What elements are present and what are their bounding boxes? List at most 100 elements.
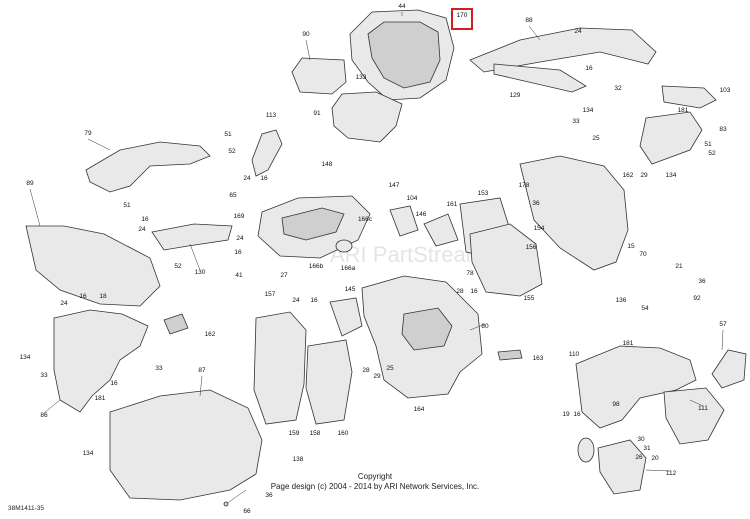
part-bracket-83[interactable] xyxy=(639,85,717,165)
callout-86[interactable]: 86 xyxy=(40,412,48,419)
part-lower-panel-87[interactable] xyxy=(109,389,263,501)
part-side-panel-89[interactable] xyxy=(25,225,161,307)
callout-20[interactable]: 20 xyxy=(651,455,659,462)
callout-21[interactable]: 21 xyxy=(675,263,683,270)
callout-159[interactable]: 159 xyxy=(289,430,300,437)
callout-19[interactable]: 19 xyxy=(562,411,570,418)
callout-178[interactable]: 178 xyxy=(519,182,530,189)
part-crossmember-79[interactable] xyxy=(85,141,211,193)
callout-15[interactable]: 15 xyxy=(627,243,635,250)
callout-181[interactable]: 181 xyxy=(623,340,634,347)
callout-51[interactable]: 51 xyxy=(123,202,131,209)
callout-113[interactable]: 113 xyxy=(266,112,277,119)
callout-52[interactable]: 52 xyxy=(228,148,236,155)
callout-24[interactable]: 24 xyxy=(574,28,582,35)
callout-156[interactable]: 156 xyxy=(526,244,537,251)
part-mirror-57[interactable] xyxy=(711,349,747,389)
callout-16[interactable]: 16 xyxy=(310,297,318,304)
callout-134[interactable]: 134 xyxy=(666,172,677,179)
callout-32[interactable]: 32 xyxy=(614,85,622,92)
callout-133[interactable]: 133 xyxy=(356,74,367,81)
callout-16[interactable]: 16 xyxy=(79,293,87,300)
callout-28[interactable]: 28 xyxy=(362,367,370,374)
callout-16[interactable]: 16 xyxy=(260,175,268,182)
callout-98[interactable]: 98 xyxy=(612,401,620,408)
callout-155[interactable]: 155 xyxy=(524,295,535,302)
part-panel-112[interactable] xyxy=(597,439,647,495)
part-rod-66[interactable] xyxy=(223,489,247,507)
callout-33[interactable]: 33 xyxy=(40,372,48,379)
part-fairing-110[interactable] xyxy=(575,345,725,445)
callout-161[interactable]: 161 xyxy=(447,201,458,208)
callout-18[interactable]: 18 xyxy=(99,293,107,300)
part-clip-162[interactable] xyxy=(163,313,189,335)
callout-33[interactable]: 33 xyxy=(155,365,163,372)
callout-148[interactable]: 148 xyxy=(322,161,333,168)
callout-30[interactable]: 30 xyxy=(637,436,645,443)
callout-78[interactable]: 78 xyxy=(466,270,474,277)
callout-24[interactable]: 24 xyxy=(292,297,300,304)
callout-147[interactable]: 147 xyxy=(389,182,400,189)
callout-36[interactable]: 36 xyxy=(265,492,273,499)
callout-162[interactable]: 162 xyxy=(205,331,216,338)
callout-29[interactable]: 29 xyxy=(640,172,648,179)
callout-154[interactable]: 154 xyxy=(534,225,545,232)
part-side-panel-154[interactable] xyxy=(519,155,629,271)
callout-146[interactable]: 146 xyxy=(416,211,427,218)
callout-129[interactable]: 129 xyxy=(510,92,521,99)
callout-112[interactable]: 112 xyxy=(666,470,677,477)
callout-52[interactable]: 52 xyxy=(708,150,716,157)
part-bracket-145[interactable] xyxy=(329,297,363,337)
callout-157[interactable]: 157 xyxy=(265,291,276,298)
callout-51[interactable]: 51 xyxy=(224,131,232,138)
callout-163[interactable]: 163 xyxy=(533,355,544,362)
callout-41[interactable]: 41 xyxy=(235,272,243,279)
callout-153[interactable]: 153 xyxy=(478,190,489,197)
part-clip-163[interactable] xyxy=(497,349,523,361)
part-panel-160[interactable] xyxy=(305,339,353,425)
callout-52[interactable]: 52 xyxy=(174,263,182,270)
part-bracket-133[interactable] xyxy=(331,91,403,143)
callout-44[interactable]: 44 xyxy=(398,3,406,10)
callout-25[interactable]: 25 xyxy=(386,365,394,372)
callout-181[interactable]: 181 xyxy=(95,395,106,402)
part-cover-90[interactable] xyxy=(291,57,347,95)
callout-164[interactable]: 164 xyxy=(414,406,425,413)
callout-66[interactable]: 66 xyxy=(243,508,251,515)
part-clip-146[interactable] xyxy=(389,205,459,247)
callout-33[interactable]: 33 xyxy=(572,118,580,125)
callout-28[interactable]: 28 xyxy=(456,288,464,295)
callout-36[interactable]: 36 xyxy=(698,278,706,285)
callout-24[interactable]: 24 xyxy=(138,226,146,233)
callout-134[interactable]: 134 xyxy=(583,107,594,114)
callout-70[interactable]: 70 xyxy=(639,251,647,258)
callout-110[interactable]: 110 xyxy=(569,351,580,358)
part-console-80[interactable] xyxy=(361,275,483,399)
callout-80[interactable]: 80 xyxy=(481,323,489,330)
part-trim-130[interactable] xyxy=(151,223,233,251)
part-panel-157[interactable] xyxy=(253,311,307,425)
highlighted-callout-box[interactable]: 170 xyxy=(451,8,473,30)
part-mirror-left[interactable] xyxy=(577,437,595,463)
callout-181[interactable]: 181 xyxy=(678,107,689,114)
callout-27[interactable]: 27 xyxy=(280,272,288,279)
part-bracket-113[interactable] xyxy=(251,129,283,177)
callout-145[interactable]: 145 xyxy=(345,286,356,293)
callout-83[interactable]: 83 xyxy=(719,126,727,133)
callout-36[interactable]: 36 xyxy=(532,200,540,207)
callout-134[interactable]: 134 xyxy=(20,354,31,361)
callout-25[interactable]: 25 xyxy=(592,135,600,142)
callout-136[interactable]: 136 xyxy=(616,297,627,304)
part-lower-panel-86[interactable] xyxy=(53,309,149,413)
callout-16[interactable]: 16 xyxy=(573,411,581,418)
callout-24[interactable]: 24 xyxy=(243,175,251,182)
callout-166c[interactable]: 166c xyxy=(358,216,373,223)
callout-111[interactable]: 111 xyxy=(698,405,708,412)
part-headlight-housing[interactable] xyxy=(257,195,371,259)
part-upper-frame[interactable] xyxy=(349,9,455,101)
callout-162[interactable]: 162 xyxy=(623,172,634,179)
callout-54[interactable]: 54 xyxy=(641,305,649,312)
callout-138[interactable]: 138 xyxy=(293,456,304,463)
callout-166b[interactable]: 166b xyxy=(309,263,324,270)
callout-134[interactable]: 134 xyxy=(83,450,94,457)
